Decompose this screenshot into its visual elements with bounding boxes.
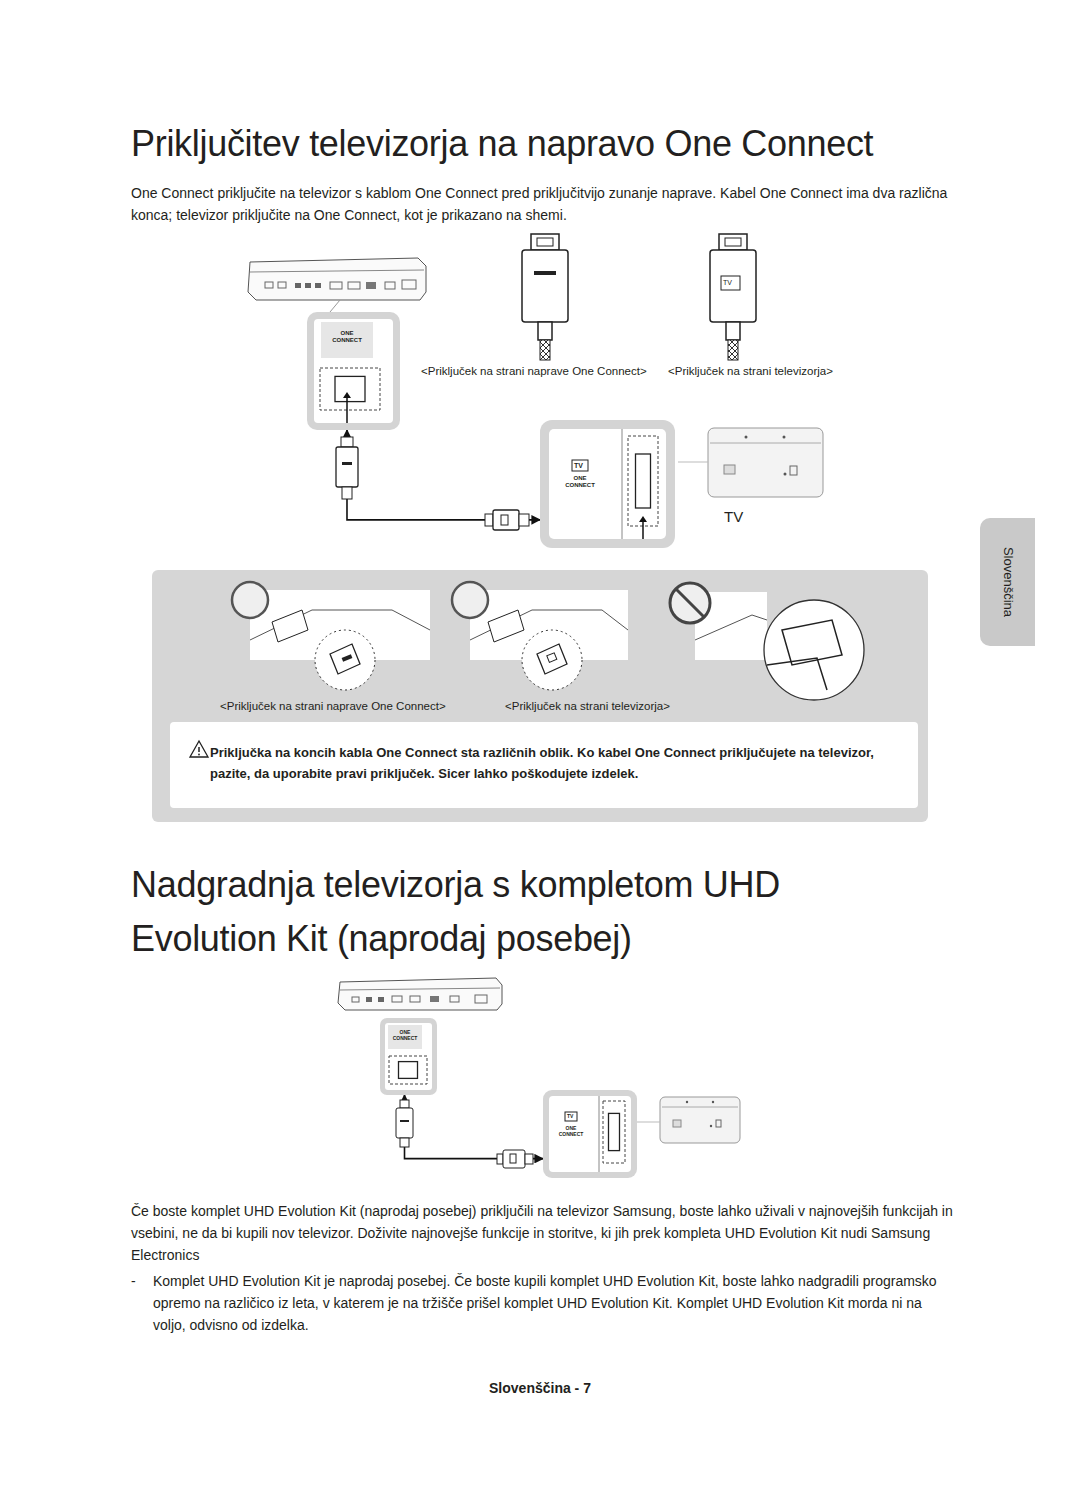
cable-plug-horizontal-small [497,1150,533,1168]
one-connect-device [248,258,426,312]
one-connect-device-small [338,978,502,1010]
tv-plug-mark: TV [723,278,732,288]
warning-box-drawing [170,722,918,808]
port-zoom-box: TV ONE CONNECT [543,1090,637,1178]
bullet-paragraph: Komplet UHD Evolution Kit je naprodaj po… [153,1270,953,1336]
node-text: TV [567,1113,573,1120]
port-zoom-box-drawing [540,420,675,548]
port-zoom-box: ONE CONNECT [307,312,400,430]
cable-plug-horizontal [485,510,529,530]
node-text: ONE CONNECT [329,330,365,344]
tab-label: Slovenščina [1000,547,1016,617]
body-paragraph: Če boste komplet UHD Evolution Kit (napr… [131,1200,953,1266]
page-title: Priključitev televizorja na napravo One … [131,122,873,166]
node-text: <Priključek na strani naprave One Connec… [220,699,446,714]
port-zoom-box: TV ONE CONNECT [540,420,675,548]
connector-caption: <Priključek na strani televizorja> [668,364,833,379]
bullet-dash: - [131,1270,136,1292]
node-text: ONE CONNECT [391,1029,419,1041]
intro-paragraph: One Connect priključite na televizor s k… [131,182,953,226]
page-footer: Slovenščina - 7 [0,1378,1080,1398]
plug-one-connect-side [522,234,568,360]
language-tab: Slovenščina [980,518,1035,646]
port-zoom-box-drawing [543,1090,637,1178]
node-text: TV [574,461,583,470]
warning-box: Priključka na koncih kabla One Connect s… [170,722,918,808]
tv-caption: TV [724,508,743,526]
node-text: ONE CONNECT [557,1125,585,1137]
connector-caption: <Priključek na strani naprave One Connec… [421,364,647,379]
cable-plug-vertical-small [396,1100,413,1147]
warning-panel: <Priključek na strani naprave One Connec… [152,570,928,822]
cable-connector [405,1095,543,1159]
section-heading: Nadgradnja televizorja s kompletom UHD E… [131,858,851,966]
node-text: Priključka na koncih kabla One Connect s… [210,742,900,784]
node-text: <Priključek na strani televizorja> [505,699,670,714]
port-zoom-box-drawing [307,312,400,430]
node-text: ONE CONNECT [562,475,598,489]
plug-tv-side [710,234,756,360]
cable-connector [347,430,540,520]
tv-rear-illustration [678,428,823,497]
port-zoom-box: ONE CONNECT [380,1018,437,1095]
cable-plug-vertical [336,437,358,499]
tv-rear-illustration-small [637,1097,740,1143]
